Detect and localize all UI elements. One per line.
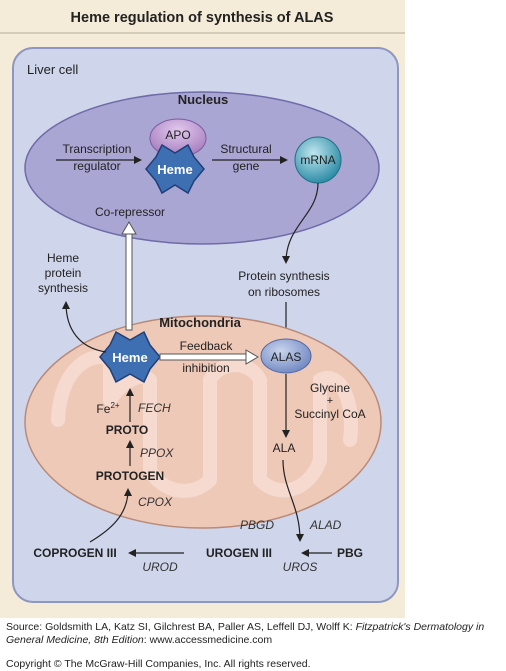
plus-label: + bbox=[327, 395, 333, 407]
fech-label: FECH bbox=[138, 401, 171, 415]
heme-nucleus-icon bbox=[145, 143, 205, 195]
arrow-heme-to-protein bbox=[62, 301, 107, 353]
arrow-ala-to-pbg bbox=[282, 459, 304, 542]
transcription-regulator-label-2: regulator bbox=[73, 159, 120, 173]
source-caption: Source: Goldsmith LA, Katz SI, Gilchrest… bbox=[6, 621, 502, 647]
heme-regulation-diagram: Heme regulation of synthesis of ALAS Liv… bbox=[0, 0, 405, 618]
structural-gene-label-2: gene bbox=[233, 159, 260, 173]
mitochondria-label: Mitochondria bbox=[159, 315, 241, 330]
pbgd-label: PBGD bbox=[240, 518, 274, 532]
proto-label: PROTO bbox=[106, 423, 148, 437]
structural-gene-label: Structural bbox=[220, 142, 271, 156]
urod-label: UROD bbox=[142, 560, 178, 574]
arrow-coprogen-to-protogen bbox=[89, 488, 132, 543]
glycine-label: Glycine bbox=[310, 381, 350, 395]
feedback-label: Feedback bbox=[180, 339, 234, 353]
coprogen-label: COPROGEN III bbox=[33, 546, 116, 560]
mrna-label: mRNA bbox=[300, 153, 335, 167]
succinyl-label: Succinyl CoA bbox=[294, 407, 365, 421]
urogen-label: UROGEN III bbox=[206, 546, 272, 560]
heme-mito-label: Heme bbox=[112, 350, 147, 365]
pbg-label: PBG bbox=[337, 546, 363, 560]
heme-protein-label: Heme bbox=[47, 251, 79, 265]
fe-label: Fe2+ bbox=[96, 401, 119, 416]
cpox-label: CPOX bbox=[138, 495, 173, 509]
arrow-mrna-to-ribosomes bbox=[282, 182, 319, 264]
source-prefix: Source: Goldsmith LA, Katz SI, Gilchrest… bbox=[6, 621, 356, 633]
heme-protein-label-2: protein bbox=[45, 266, 82, 280]
alas-label: ALAS bbox=[271, 350, 302, 364]
copyright-caption: Copyright © The McGraw-Hill Companies, I… bbox=[6, 658, 311, 670]
arrow-feedback-inhibition bbox=[159, 349, 259, 365]
feedback-label-2: inhibition bbox=[182, 361, 229, 375]
protogen-label: PROTOGEN bbox=[96, 469, 164, 483]
alad-label: ALAD bbox=[309, 518, 342, 532]
corepressor-label: Co-repressor bbox=[95, 205, 165, 219]
uros-label: UROS bbox=[283, 560, 318, 574]
liver-cell-label: Liver cell bbox=[27, 62, 78, 77]
arrow-heme-to-corepressor bbox=[121, 221, 137, 331]
ala-label: ALA bbox=[273, 441, 296, 455]
protein-synthesis-label-2: on ribosomes bbox=[248, 285, 320, 299]
protein-synthesis-label: Protein synthesis bbox=[238, 269, 329, 283]
source-suffix: : www.accessmedicine.com bbox=[143, 634, 273, 646]
transcription-regulator-label: Transcription bbox=[63, 142, 132, 156]
figure-title: Heme regulation of synthesis of ALAS bbox=[71, 10, 334, 26]
heme-mito-icon bbox=[99, 330, 161, 384]
apo-label: APO bbox=[165, 128, 190, 142]
heme-protein-label-3: synthesis bbox=[38, 281, 88, 295]
source-book: Fitzpatrick's Dermatology in General Med… bbox=[6, 621, 485, 646]
alas-shape bbox=[260, 338, 312, 374]
ppox-label: PPOX bbox=[140, 446, 174, 460]
heme-nucleus-label: Heme bbox=[157, 162, 192, 177]
nucleus-label: Nucleus bbox=[178, 92, 229, 107]
